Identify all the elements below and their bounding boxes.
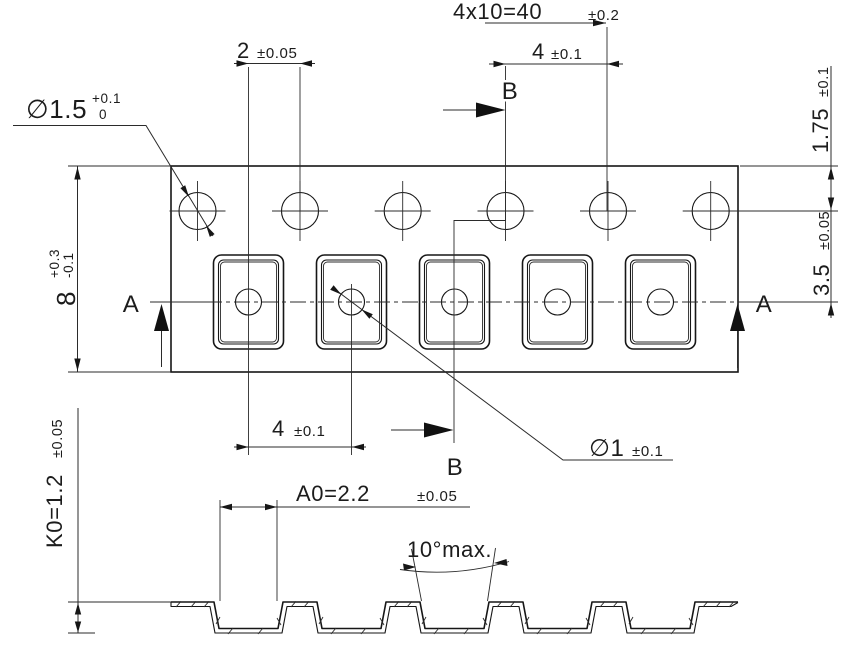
dim-pitch-total-tol: ±0.2 bbox=[588, 7, 620, 24]
dim-pocket-width-value: A0=2.2 bbox=[296, 481, 370, 506]
dim-sprocket-pitch-value: 4 bbox=[532, 39, 545, 64]
section-profile-upper bbox=[171, 601, 738, 630]
dim-sprocket-pitch-tol: ±0.1 bbox=[551, 46, 583, 63]
tape-top-view: A A B B bbox=[123, 66, 838, 481]
section-line-b: B B bbox=[391, 66, 520, 481]
tape-outline bbox=[170, 165, 739, 373]
dim-sprocket-hole-dia: ∅1.5 +0.1 0 bbox=[13, 91, 215, 237]
dim-edge-to-sprocket-tol: ±0.1 bbox=[816, 66, 832, 97]
dim-pitch-total-value: 4x10=40 bbox=[453, 0, 542, 24]
dim-pitch-total: 4x10=40 ±0.2 bbox=[453, 0, 620, 211]
dim-pocket-width-tol: ±0.05 bbox=[417, 488, 457, 505]
section-profile-lower bbox=[170, 602, 739, 634]
dim-pocket-pitch: 4 ±0.1 bbox=[234, 284, 366, 455]
dim-pocket-width: A0=2.2 ±0.05 bbox=[219, 481, 470, 601]
section-hatch-ticks bbox=[175, 601, 735, 635]
section-a-label: A bbox=[756, 291, 773, 318]
dim-hole-to-pocket-tol: ±0.05 bbox=[257, 45, 297, 62]
dim-sprocket-hole-dia-value: ∅1.5 bbox=[26, 94, 87, 124]
dim-center-hole-dia: ∅1 ±0.1 bbox=[330, 285, 673, 462]
dim-draft-angle: 10°max. bbox=[399, 537, 510, 602]
dim-sprocket-hole-dia-tol-upper: +0.1 bbox=[92, 91, 121, 106]
dim-tape-width-tol-lower: -0.1 bbox=[61, 252, 76, 278]
dim-sprocket-to-center-value: 3.5 bbox=[809, 264, 834, 296]
dim-sprocket-to-center: 3.5 ±0.05 bbox=[809, 211, 835, 316]
dim-center-hole-dia-value: ∅1 bbox=[589, 435, 624, 462]
tape-cross-section bbox=[170, 601, 739, 635]
dim-tape-width-tol-upper: +0.3 bbox=[47, 249, 62, 278]
dim-pocket-pitch-value: 4 bbox=[272, 416, 285, 441]
dim-edge-to-sprocket: 1.75 ±0.1 bbox=[740, 66, 838, 318]
sprocket-hole bbox=[580, 181, 636, 241]
dim-sprocket-to-center-tol: ±0.05 bbox=[817, 211, 833, 250]
dim-center-hole-dia-tol: ±0.1 bbox=[632, 443, 664, 460]
dim-edge-to-sprocket-value: 1.75 bbox=[808, 108, 833, 153]
dim-hole-to-pocket-value: 2 bbox=[237, 38, 250, 63]
section-b-label: B bbox=[447, 454, 464, 481]
dim-hole-to-pocket: 2 ±0.05 bbox=[234, 38, 315, 455]
dim-pocket-pitch-tol: ±0.1 bbox=[294, 423, 326, 440]
section-b-label: B bbox=[502, 78, 519, 105]
dim-tape-width: 8 +0.3 -0.1 bbox=[47, 165, 171, 373]
dim-draft-angle-value: 10°max. bbox=[407, 537, 492, 562]
dim-sprocket-hole-dia-tol-lower: 0 bbox=[99, 107, 107, 122]
sprocket-hole bbox=[682, 181, 739, 241]
sprocket-hole bbox=[374, 181, 431, 241]
section-a-left: A bbox=[123, 291, 169, 367]
dim-tape-width-value: 8 bbox=[51, 291, 81, 306]
dim-pocket-depth-tol: ±0.05 bbox=[50, 419, 66, 458]
section-a-label: A bbox=[123, 291, 140, 318]
section-a-right: A bbox=[730, 291, 772, 368]
dim-sprocket-pitch: 4 ±0.1 bbox=[489, 39, 623, 68]
dim-pocket-depth: K0=1.2 ±0.05 bbox=[42, 408, 171, 634]
dim-pocket-depth-value: K0=1.2 bbox=[42, 474, 67, 548]
